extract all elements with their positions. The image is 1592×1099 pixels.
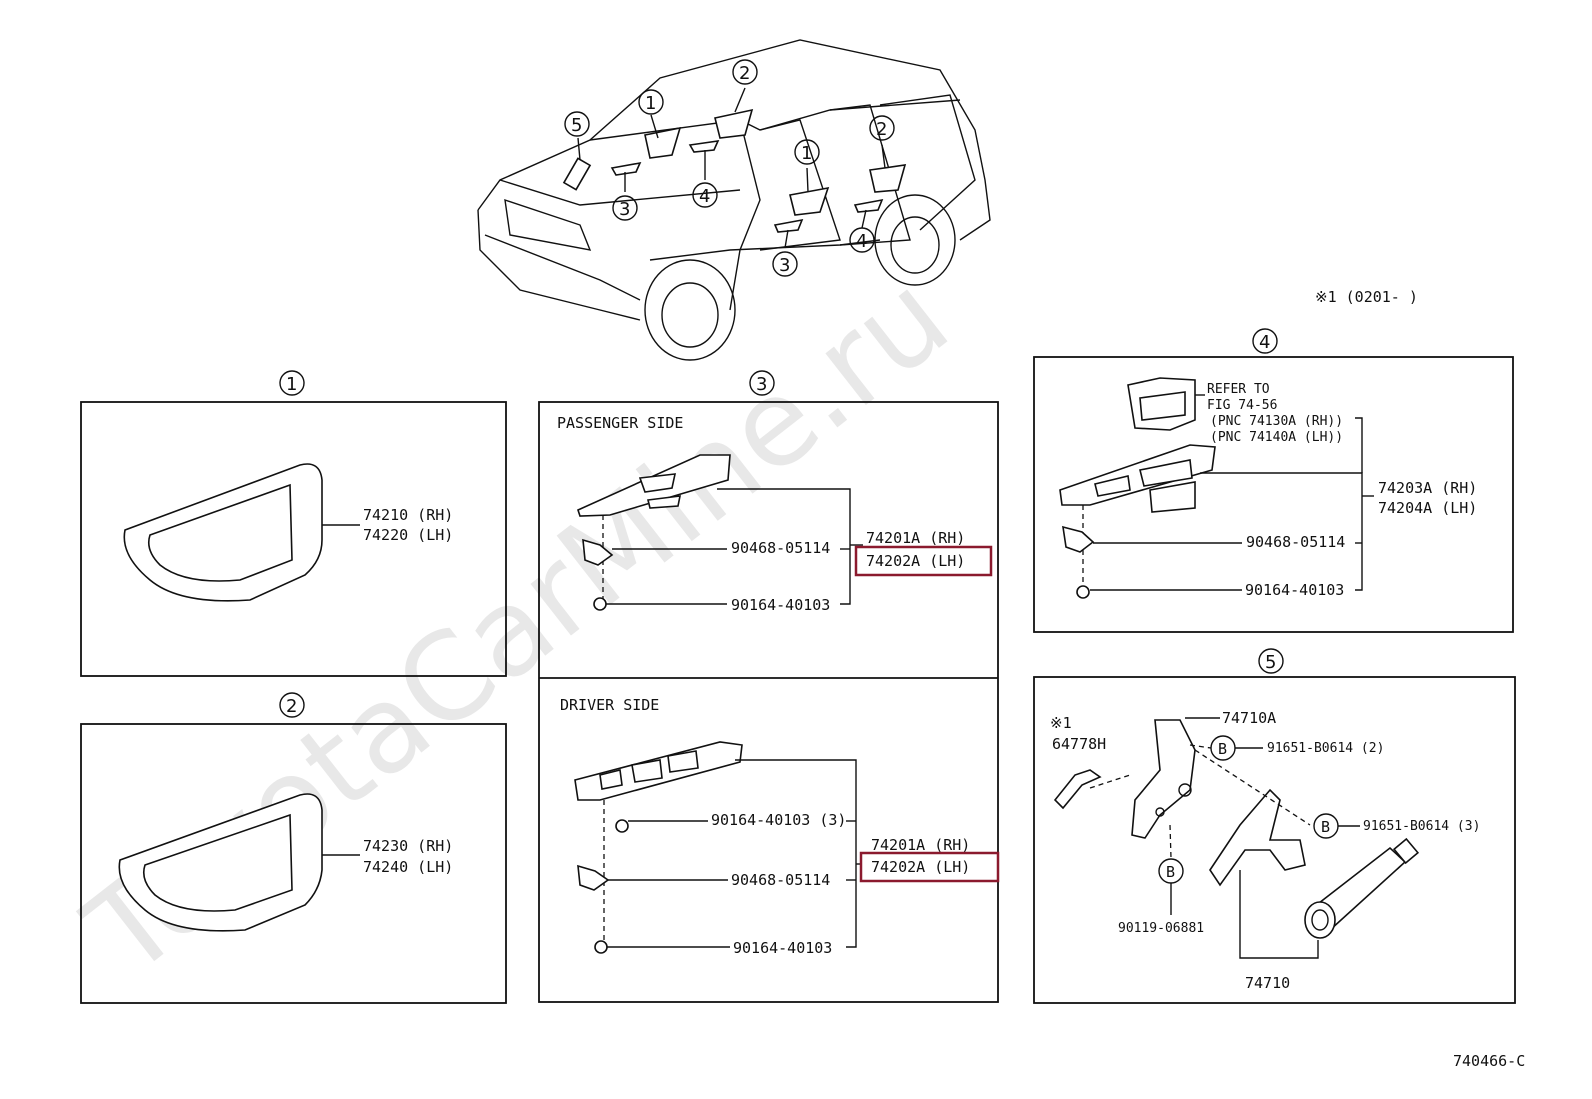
passenger-clip-label: 90468-05114 — [731, 539, 830, 557]
highlight-passenger-74202a — [854, 545, 993, 577]
passenger-screw — [593, 597, 607, 611]
driver-assy-lh: 74202A (LH) — [871, 858, 970, 876]
part-74230: 74230 (RH) — [363, 837, 453, 855]
rear-screw — [1076, 585, 1090, 599]
b-callout-3: B — [1166, 863, 1175, 881]
section-5-number: 5 — [1265, 652, 1276, 673]
section-5-box — [1033, 676, 1516, 1004]
driver-screw3-label: 90164-40103 (3) — [711, 811, 846, 829]
driver-screw — [594, 940, 608, 954]
bracket-74710a — [1131, 719, 1196, 839]
passenger-clip — [582, 538, 614, 566]
door-handle-bezel-1 — [123, 463, 323, 602]
callout-1b: 1 — [801, 143, 812, 164]
s5-note: ※1 — [1050, 714, 1072, 732]
rear-clip — [1062, 525, 1095, 553]
passenger-side-title: PASSENGER SIDE — [557, 414, 683, 432]
car-callouts: 1 2 3 4 5 1 2 3 4 — [564, 59, 895, 277]
callout-5: 5 — [571, 115, 582, 136]
bolt-2-label: 91651-B0614 (3) — [1363, 819, 1480, 834]
passenger-switch-panel — [577, 454, 731, 517]
section-2-box — [80, 723, 507, 1004]
section-4-box — [1033, 356, 1514, 633]
refer-line-4: (PNC 74140A (LH)) — [1210, 430, 1343, 445]
part-74210: 74210 (RH) — [363, 506, 453, 524]
bolt-1-label: 91651-B0614 (2) — [1267, 741, 1384, 756]
rear-assy-lh: 74204A (LH) — [1378, 499, 1477, 517]
part-74710: 74710 — [1245, 974, 1290, 992]
callout-1: 1 — [645, 93, 656, 114]
cable-64778h — [1053, 769, 1102, 810]
door-handle-bezel-2 — [118, 793, 323, 932]
rear-clip-label: 90468-05114 — [1246, 533, 1345, 551]
driver-clip-label: 90468-05114 — [731, 871, 830, 889]
rear-switch — [1127, 377, 1196, 431]
section-1-box — [80, 401, 507, 677]
section-3-number: 3 — [756, 374, 767, 395]
rear-assy-rh: 74203A (RH) — [1378, 479, 1477, 497]
driver-switch-panel — [574, 741, 743, 801]
part-64778h: 64778H — [1052, 735, 1106, 753]
driver-side-title: DRIVER SIDE — [560, 696, 659, 714]
part-90119: 90119-06881 — [1118, 921, 1204, 936]
callout-4b: 4 — [856, 231, 867, 252]
part-74710a: 74710A — [1222, 709, 1276, 727]
lock-cylinder — [1304, 837, 1420, 939]
driver-screw-3 — [615, 819, 629, 833]
callout-2: 2 — [739, 63, 750, 84]
b-callout-1: B — [1218, 740, 1227, 758]
passenger-screw-label: 90164-40103 — [731, 596, 830, 614]
bracket-74710 — [1209, 788, 1306, 887]
driver-screw-label: 90164-40103 — [733, 939, 832, 957]
callout-2b: 2 — [876, 119, 887, 140]
section-3-box — [538, 401, 999, 1003]
passenger-assy-rh: 74201A (RH) — [866, 529, 965, 547]
b-callout-2: B — [1321, 818, 1330, 836]
section-4-number: 4 — [1259, 332, 1270, 353]
driver-assy-rh: 74201A (RH) — [871, 836, 970, 854]
vehicle-illustration — [477, 39, 991, 361]
rear-screw-label: 90164-40103 — [1245, 581, 1344, 599]
driver-clip — [577, 864, 610, 891]
refer-line-2: FIG 74-56 — [1207, 398, 1277, 413]
part-74240: 74240 (LH) — [363, 858, 453, 876]
callout-3b: 3 — [779, 255, 790, 276]
note-reference: ※1 (0201- ) — [1315, 288, 1418, 306]
diagram-code: 740466-C — [1453, 1052, 1525, 1070]
rear-switch-panel — [1059, 444, 1216, 513]
section-2-number: 2 — [286, 696, 297, 717]
passenger-assy-lh: 74202A (LH) — [866, 552, 965, 570]
refer-line-3: (PNC 74130A (RH)) — [1210, 414, 1343, 429]
part-74220: 74220 (LH) — [363, 526, 453, 544]
refer-line-1: REFER TO — [1207, 382, 1270, 397]
highlight-driver-74202a — [859, 851, 1000, 883]
callout-3: 3 — [619, 199, 630, 220]
section-1-number: 1 — [286, 374, 297, 395]
callout-4: 4 — [699, 186, 710, 207]
